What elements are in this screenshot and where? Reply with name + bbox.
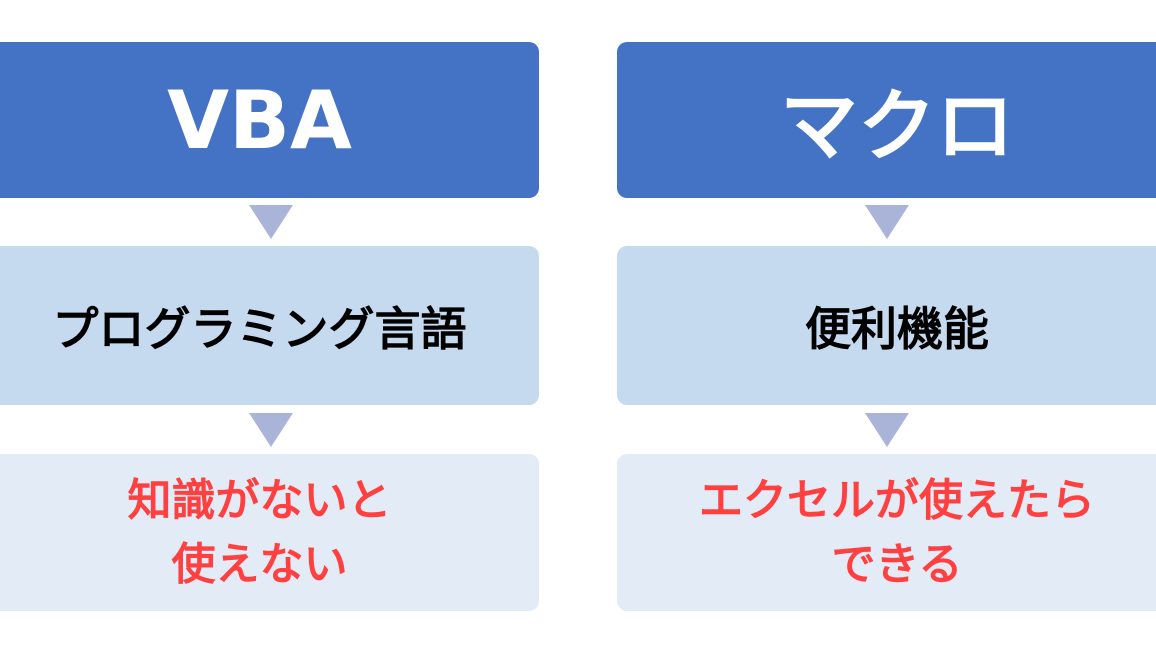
vba-requirement-text: 知識がないと 使えない (128, 469, 392, 597)
down-arrow-icon (865, 413, 909, 447)
vba-requirement-line2: 使えない (171, 538, 348, 590)
macro-header-label: マクロ (779, 82, 1014, 172)
vba-header-label: VBA (167, 73, 352, 167)
down-arrow-icon (249, 413, 293, 447)
vba-header-box: VBA (0, 42, 539, 198)
vba-definition-label: プログラミング言語 (52, 301, 467, 356)
macro-definition-box: 便利機能 (617, 246, 1156, 405)
vba-requirement-line1: 知識がないと (127, 474, 392, 526)
macro-requirement-box: エクセルが使えたら できる (617, 454, 1156, 611)
macro-requirement-line2: できる (831, 538, 963, 590)
down-arrow-icon (865, 205, 909, 239)
macro-definition-label: 便利機能 (805, 301, 989, 356)
macro-header-box: マクロ (617, 42, 1156, 198)
macro-requirement-line1: エクセルが使えたら (699, 474, 1095, 526)
macro-requirement-text: エクセルが使えたら できる (699, 469, 1095, 597)
down-arrow-icon (249, 205, 293, 239)
vba-requirement-box: 知識がないと 使えない (0, 454, 539, 611)
vba-definition-box: プログラミング言語 (0, 246, 539, 405)
